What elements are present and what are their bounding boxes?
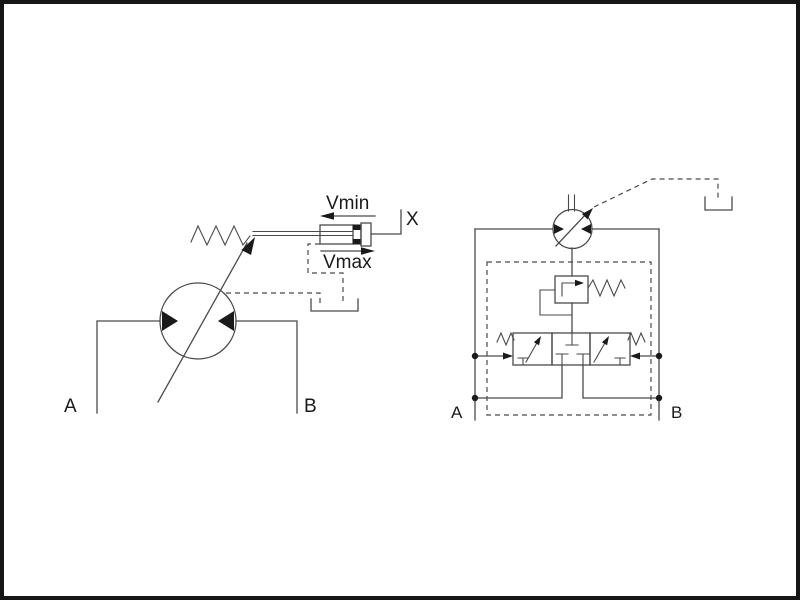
spring-icon	[190, 224, 251, 247]
directional-valve-icon	[474, 331, 660, 366]
spring-icon	[627, 331, 646, 347]
port-b-line	[235, 320, 298, 414]
port-a-line	[96, 320, 161, 414]
junction-dots	[471, 352, 663, 402]
housing-lines	[474, 228, 660, 421]
tank-icon	[310, 298, 359, 312]
variable-pump-symbol-icon	[157, 237, 255, 403]
relief-valve-icon	[539, 275, 626, 334]
port-b-label: B	[671, 403, 682, 422]
vmax-label: Vmax	[323, 252, 372, 273]
cylinder-drain-line	[307, 243, 344, 304]
pilot-port-label: X	[406, 209, 419, 230]
vmin-label: Vmin	[326, 193, 369, 214]
port-b-label: B	[304, 396, 317, 417]
valve-to-a-line	[474, 364, 563, 399]
port-a-label: A	[451, 403, 463, 422]
control-drain-line	[593, 178, 719, 208]
pilot-port-line	[370, 209, 402, 235]
port-a-label: A	[64, 396, 77, 417]
spring-icon	[496, 331, 515, 347]
stroke-control-cylinder	[252, 222, 372, 247]
vmin-arrow-icon	[320, 212, 376, 220]
tank-icon	[704, 196, 733, 211]
variable-motor-symbol-icon	[552, 194, 593, 250]
vmax-arrow-icon	[320, 247, 375, 255]
valve-to-b-line	[582, 364, 660, 399]
valve-block-enclosure	[486, 261, 652, 416]
left-diagram: Vmin Vmax X A B	[64, 193, 419, 417]
right-diagram: A B	[451, 178, 733, 422]
case-drain-line	[226, 292, 321, 303]
